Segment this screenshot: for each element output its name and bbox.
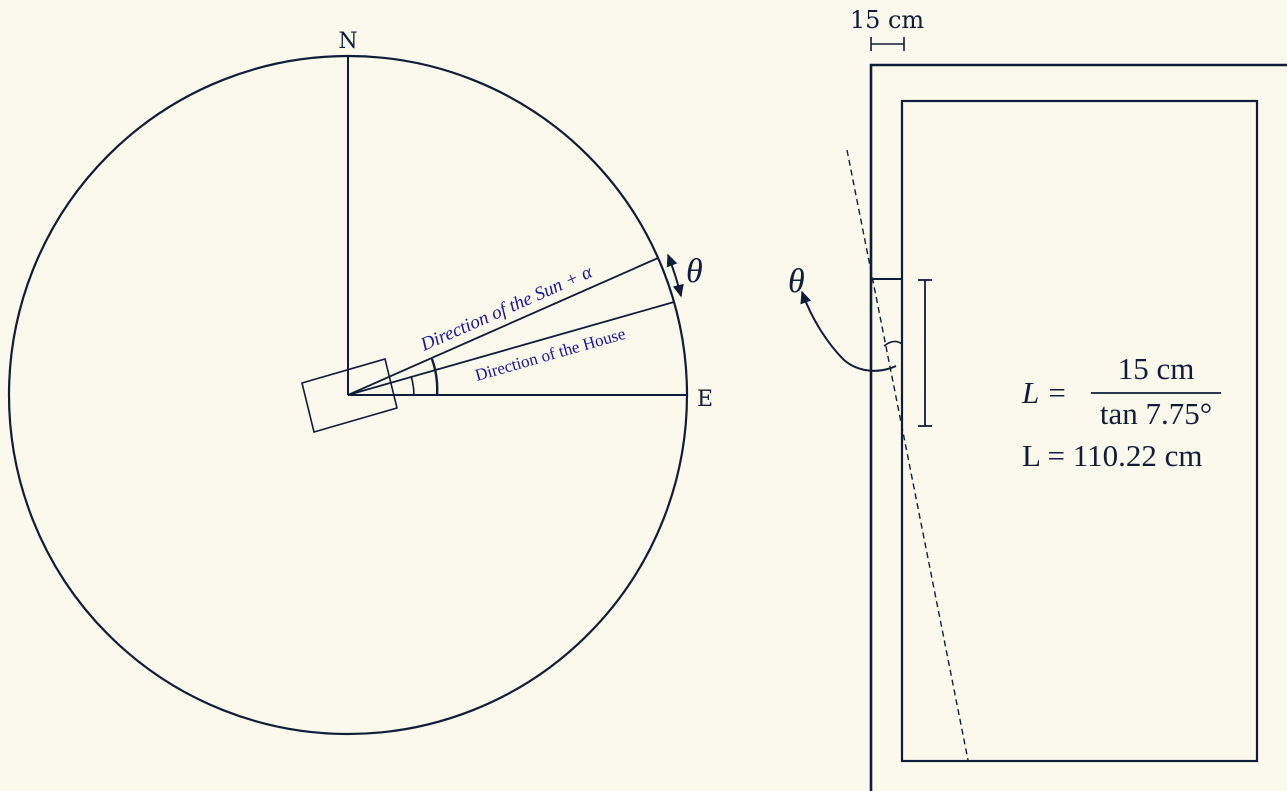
theta-double-arrow — [666, 253, 684, 298]
equation-1-numerator: 15 cm — [1118, 351, 1195, 386]
north-label: N — [338, 29, 357, 54]
ray-angle-arc — [883, 340, 903, 347]
room-diagram: 15 cm θ L = 15 cm tan 7.75° L = 110.22 c… — [788, 6, 1287, 791]
house-direction-label: Direction of the House — [473, 324, 628, 385]
theta-pointer-arrow — [800, 290, 897, 372]
equation-1-lhs: L = — [1021, 375, 1067, 410]
east-label: E — [697, 387, 713, 412]
house-angle-arc — [410, 375, 415, 396]
right-theta-label: θ — [788, 263, 805, 300]
equation-2: L = 110.22 cm — [1022, 438, 1203, 473]
left-theta-label: θ — [686, 253, 703, 290]
sun-ray-dashed-line — [846, 149, 969, 761]
equation-1-denominator: tan 7.75° — [1100, 396, 1212, 431]
inner-wall — [900, 99, 1259, 763]
house-rectangle — [301, 357, 398, 434]
sun-angle-arc — [430, 358, 439, 396]
house-direction-ray — [347, 301, 675, 396]
wall-thickness-label: 15 cm — [850, 6, 925, 34]
sun-direction-ray — [347, 257, 659, 396]
outer-wall — [869, 63, 1287, 791]
compass-diagram: N E Direction of the Sun + α Direction o… — [7, 29, 713, 736]
